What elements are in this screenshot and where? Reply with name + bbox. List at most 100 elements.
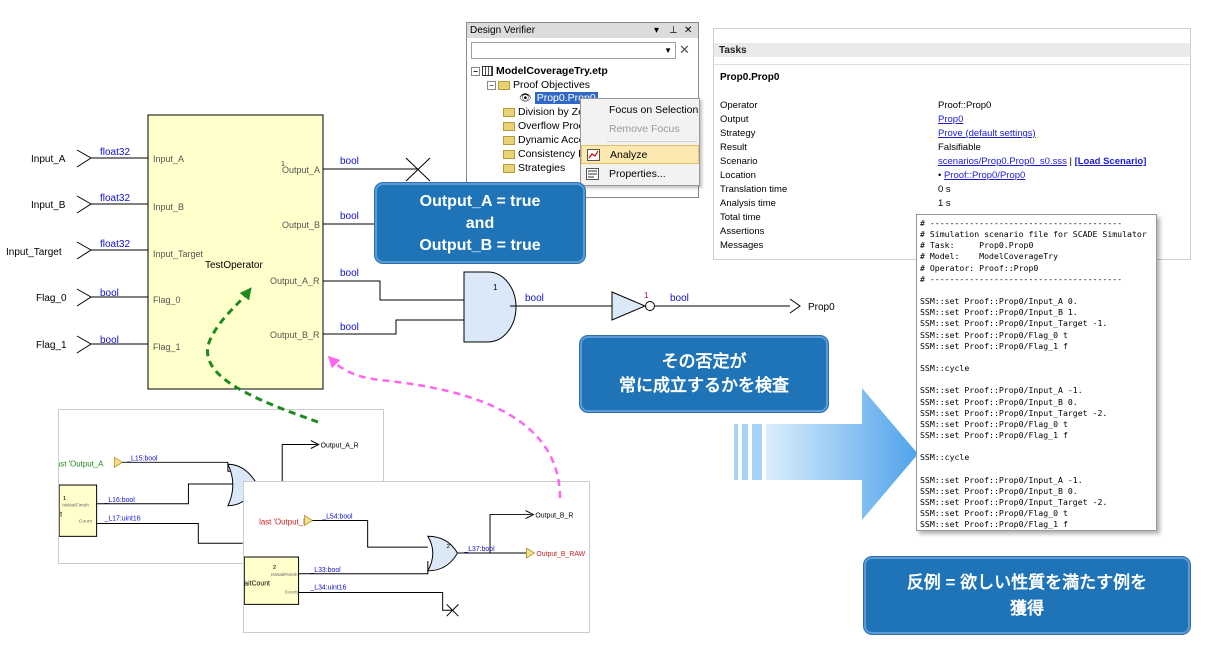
tree-item-consistency[interactable]: Consistency F — [503, 148, 585, 161]
menu-focus-on-selection[interactable]: Focus on Selection — [609, 104, 699, 116]
input-flag0: Flag_0 bool Flag_0 — [36, 288, 181, 307]
callout-negation: その否定が 常に成立するかを検査 — [580, 336, 828, 412]
terminator-x-icon — [405, 157, 431, 182]
sub1-block-pin2: Count — [79, 519, 93, 525]
sub1-block-pin1: IsWaitFinish — [62, 503, 89, 509]
operator-pin-number: 1 — [281, 161, 285, 168]
not-gate-label: 1 — [644, 291, 649, 300]
sub1-last-input: last 'Output_A — [58, 459, 104, 468]
folder-icon — [503, 107, 515, 117]
task-row-assertions: Assertions — [720, 226, 765, 237]
menu-remove-focus[interactable]: Remove Focus — [609, 123, 680, 135]
sub1-wire1: _L15:bool — [126, 455, 158, 462]
operator-name: TestOperator — [205, 260, 263, 271]
tree-item-proof-objectives[interactable]: −Proof Objectives — [487, 79, 590, 92]
input-target-type: float32 — [100, 239, 130, 250]
input-flag0-label: Flag_0 — [36, 293, 67, 304]
not-gate[interactable] — [611, 291, 647, 321]
sub2-block-name: aitCount — [244, 581, 270, 588]
scenario-link[interactable]: scenarios/Prop0.Prop0_s0.sss — [938, 156, 1067, 167]
clear-filter-icon[interactable]: ✕ — [679, 42, 690, 57]
output-link[interactable]: Prop0 — [938, 114, 964, 125]
input-target: Input_Target float32 Input_Target — [6, 239, 204, 260]
sub1-output: Output_A_R — [321, 443, 359, 450]
input-target-label: Input_Target — [6, 247, 62, 258]
sub1-wire3: _L17:uint16 — [104, 516, 141, 523]
filter-combo[interactable]: ▼ — [471, 42, 676, 59]
tree-item-project[interactable]: −ModelCoverageTry.etp — [471, 65, 608, 78]
not-out-type: bool — [670, 293, 689, 304]
tree-item-division[interactable]: Division by Ze — [503, 106, 584, 119]
input-flag0-port: Flag_0 — [153, 295, 181, 305]
folder-icon — [503, 163, 515, 173]
menu-properties[interactable]: Properties... — [581, 165, 699, 184]
sub1-wire2: _L16:bool — [104, 497, 136, 504]
not-bubble — [645, 301, 655, 311]
terminator-x-icon — [446, 604, 459, 617]
input-target-port: Input_Target — [153, 249, 204, 259]
tasks-title: Tasks — [719, 45, 747, 56]
input-a-type: float32 — [100, 147, 130, 158]
and-gate[interactable] — [463, 271, 517, 343]
collapse-icon[interactable]: − — [487, 80, 496, 90]
sub2-last-input: last 'Output_B — [259, 517, 308, 526]
scenario-script-text: # --------------------------------------… — [920, 218, 1147, 530]
folder-icon — [498, 80, 510, 90]
and-out-type: bool — [525, 293, 544, 304]
location-link[interactable]: Proof::Prop0/Prop0 — [943, 170, 1026, 181]
output-b-port: Output_B — [282, 220, 320, 230]
folder-icon — [503, 121, 515, 131]
output-a-r-port: Output_A_R — [270, 276, 320, 286]
input-a-port: Input_A — [153, 154, 184, 164]
grid-icon — [482, 66, 493, 77]
sub2-output2: Output_B_RAW — [536, 551, 585, 558]
input-flag1: Flag_1 bool Flag_1 — [36, 335, 181, 354]
output-a-r-type: bool — [340, 268, 359, 279]
folder-icon — [503, 135, 515, 145]
input-flag0-type: bool — [100, 288, 119, 299]
folder-icon — [503, 149, 515, 159]
pin-icon[interactable]: ⊥ — [669, 25, 678, 36]
output-a-r: Output_A_R bool — [270, 268, 464, 301]
tree-item-overflow[interactable]: Overflow Proc — [503, 120, 584, 133]
tree-item-strategies[interactable]: Strategies — [503, 162, 565, 175]
task-row-scenario: Scenario scenarios/Prop0.Prop0_s0.sss | … — [720, 156, 1147, 167]
project-tree: −ModelCoverageTry.etp −Proof Objectives … — [467, 63, 698, 197]
close-icon[interactable]: ✕ — [684, 25, 693, 36]
big-flow-arrow — [734, 388, 918, 520]
prop0-output: Prop0 — [808, 302, 835, 313]
sub1-block-name: t — [60, 512, 62, 519]
task-row-messages: Messages — [720, 240, 764, 251]
strategy-link[interactable]: Prove (default settings) — [938, 128, 1036, 139]
input-flag1-label: Flag_1 — [36, 340, 67, 351]
output-b-r-type: bool — [340, 322, 359, 333]
tree-item-dynamic[interactable]: Dynamic Acce — [503, 134, 585, 147]
output-b-type: bool — [340, 211, 359, 222]
and-gate-label: 1 — [493, 283, 498, 292]
sub2-or-gate — [426, 535, 459, 572]
collapse-icon[interactable]: − — [471, 66, 480, 76]
sub2-wire3: _L34:uint16 — [309, 585, 346, 592]
input-b-label: Input_B — [31, 200, 66, 211]
tasks-subtitle: Prop0.Prop0 — [720, 72, 780, 83]
input-a: Input_A float32 Input_A — [31, 147, 184, 168]
sub2-block-pin2: Count — [285, 590, 299, 596]
sub2-output1: Output_B_R — [535, 513, 573, 520]
chevron-down-icon[interactable]: ▼ — [664, 46, 672, 55]
task-row-location: Location• Proof::Prop0/Prop0 — [720, 170, 1026, 181]
sub-diagram-2: last 'Output_B _L54:bool 2 IsWaitFinish … — [243, 481, 590, 633]
eye-icon: 👁 — [519, 93, 532, 104]
load-scenario-link[interactable]: [Load Scenario] — [1074, 156, 1147, 167]
scenario-script: # --------------------------------------… — [916, 214, 1157, 531]
callout-counterexample: 反例 = 欲しい性質を満たす例を 獲得 — [864, 557, 1190, 634]
sub2-block[interactable] — [244, 556, 300, 605]
sub1-block[interactable] — [59, 484, 98, 537]
input-b-type: float32 — [100, 193, 130, 204]
input-b: Input_B float32 Input_B — [31, 193, 184, 214]
dropdown-icon[interactable]: ▾ — [654, 25, 660, 36]
menu-analyze[interactable]: Analyze — [581, 145, 699, 164]
panel-title: Design Verifier — [470, 25, 536, 36]
